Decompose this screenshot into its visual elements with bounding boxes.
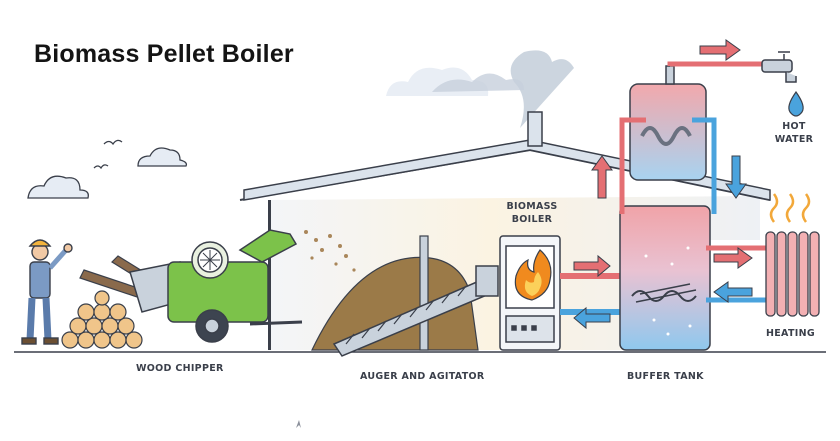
label-hot-water-line1: HOT bbox=[782, 121, 806, 132]
water-drop-icon bbox=[788, 90, 804, 117]
wood-chips-icon bbox=[304, 230, 356, 272]
radiator-in-arrow-icon bbox=[713, 247, 753, 269]
hot-water-tank-icon bbox=[629, 65, 707, 181]
radiator-icon bbox=[765, 231, 820, 317]
auger-icon bbox=[332, 265, 499, 357]
storage-wall bbox=[419, 235, 429, 351]
radiator-out-arrow-icon bbox=[713, 281, 753, 303]
bird-icon bbox=[93, 139, 123, 170]
log-pile-icon bbox=[61, 290, 143, 349]
cloud-icon bbox=[137, 147, 188, 167]
buffer-tank-icon bbox=[619, 205, 711, 351]
flame-icon bbox=[514, 249, 552, 301]
flame-inner-icon bbox=[524, 272, 542, 296]
up-arrow-icon bbox=[591, 155, 613, 199]
label-biomass-boiler-line1: BIOMASS bbox=[506, 201, 558, 212]
wood-chipper-icon bbox=[129, 229, 303, 343]
label-buffer-tank: BUFFER TANK bbox=[627, 371, 704, 382]
label-biomass-boiler: BIOMASS BOILER bbox=[500, 200, 564, 226]
bubbles-icon bbox=[644, 246, 692, 336]
smoke-icon bbox=[432, 50, 574, 129]
label-heating: HEATING bbox=[766, 328, 815, 339]
faucet-icon bbox=[761, 51, 797, 83]
label-hot-water: HOT WATER bbox=[768, 120, 820, 146]
label-biomass-boiler-line2: BOILER bbox=[511, 214, 553, 225]
label-auger-agitator: AUGER AND AGITATOR bbox=[360, 371, 485, 382]
page-title: Biomass Pellet Boiler bbox=[34, 40, 294, 68]
worker-figure bbox=[21, 239, 73, 345]
heat-waves-icon bbox=[769, 193, 811, 223]
radiator-pipes bbox=[706, 245, 766, 303]
down-arrow-icon bbox=[725, 155, 747, 199]
label-hot-water-line2: WATER bbox=[774, 134, 814, 145]
cloud-icon bbox=[27, 175, 89, 199]
leaf-sketch-icon bbox=[296, 420, 301, 428]
right-arrow-icon bbox=[699, 39, 741, 61]
label-wood-chipper: WOOD CHIPPER bbox=[136, 363, 224, 374]
